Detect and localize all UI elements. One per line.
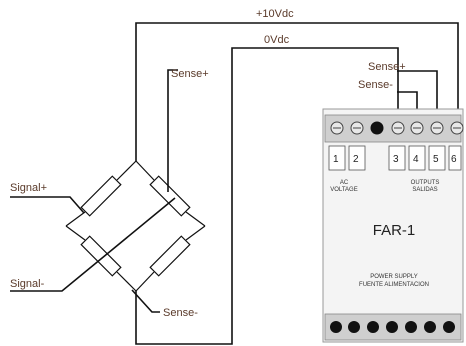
terminal-hole-icon: [348, 321, 360, 333]
bridge: [80, 175, 191, 277]
label-supply-neg: 0Vdc: [264, 34, 290, 46]
resistor-top-right: [149, 175, 191, 217]
wire-supply-neg: [135, 47, 399, 345]
terminal-2: 2: [353, 154, 359, 165]
resistor-top-left: [80, 175, 122, 217]
terminal-hole-icon: [330, 321, 342, 333]
wire-sense-neg-bridge: [131, 289, 160, 313]
terminal-6: 6: [451, 154, 457, 165]
label-signal-neg: Signal-: [10, 278, 45, 290]
bottom-terminals: [330, 321, 455, 333]
resistor-bottom-left: [80, 235, 122, 277]
outputs-label-line2: SALIDAS: [412, 187, 437, 193]
hole-icon: [370, 121, 384, 135]
label-supply-pos: +10Vdc: [256, 8, 294, 20]
wire-supply-pos: [135, 22, 459, 161]
terminal-5: 5: [433, 154, 439, 165]
label-module-sense-pos: Sense+: [368, 61, 406, 73]
terminal-1: 1: [333, 154, 339, 165]
label-bridge-sense-neg: Sense-: [163, 307, 198, 319]
wires: [10, 22, 459, 345]
terminal-hole-icon: [405, 321, 417, 333]
ac-label-line1: AC: [340, 180, 349, 186]
module-name: FAR-1: [373, 222, 416, 239]
wire-signal-pos: [10, 196, 85, 214]
outputs-label-line1: OUTPUTS: [411, 180, 440, 186]
terminal-3: 3: [393, 154, 399, 165]
resistor-bottom-right: [149, 235, 191, 277]
terminal-hole-icon: [443, 321, 455, 333]
ac-label-line2: VOLTAGE: [330, 187, 357, 193]
terminal-hole-icon: [367, 321, 379, 333]
top-screws: [330, 121, 464, 135]
power-label-line1: POWER SUPPLY: [370, 274, 418, 280]
wire-signal-neg: [10, 197, 176, 292]
far1-module: 1 2 3 4 5 6 AC VOLTAGE OUTPUTS SALIDAS F…: [322, 108, 464, 343]
power-label-line2: FUENTE ALIMENTACION: [359, 282, 429, 288]
wire-sense-pos-bridge: [167, 69, 178, 192]
terminal-4: 4: [413, 154, 419, 165]
label-bridge-sense-pos: Sense+: [171, 68, 209, 80]
bridge-edges: [65, 160, 206, 292]
terminal-numbers: [328, 145, 462, 171]
label-module-sense-neg: Sense-: [358, 79, 393, 91]
terminal-hole-icon: [386, 321, 398, 333]
label-signal-pos: Signal+: [10, 182, 47, 194]
terminal-hole-icon: [424, 321, 436, 333]
